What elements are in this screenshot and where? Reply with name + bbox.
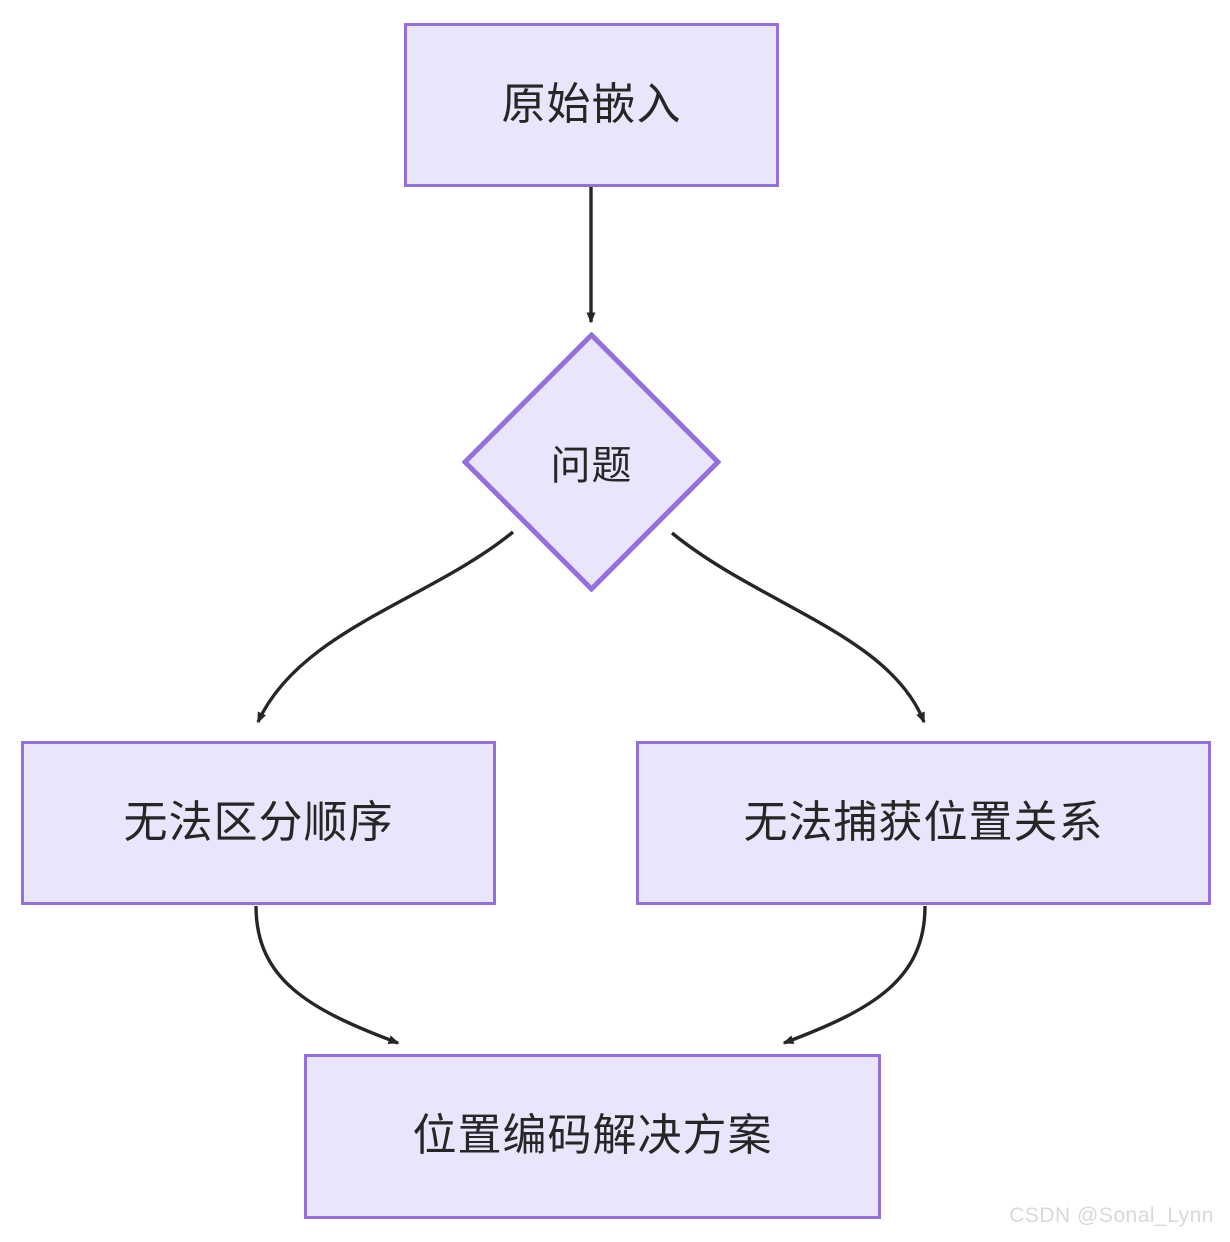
node-problem-decision-label: 问题 — [550, 444, 633, 488]
node-positional-encoding-solution[interactable]: 位置编码解决方案 — [304, 1054, 881, 1219]
node-positional-encoding-solution-label: 位置编码解决方案 — [412, 1111, 773, 1161]
node-cannot-capture-positional-relation[interactable]: 无法捕获位置关系 — [636, 741, 1211, 905]
node-original-embedding-label: 原始嵌入 — [501, 79, 682, 129]
node-cannot-distinguish-order[interactable]: 无法区分顺序 — [21, 741, 496, 905]
edge-left-to-solution — [254, 905, 400, 1045]
diamond-shape — [462, 332, 721, 592]
watermark-text: CSDN @Sonal_Lynn — [1009, 1204, 1214, 1227]
node-original-embedding[interactable]: 原始嵌入 — [404, 23, 779, 187]
node-cannot-capture-positional-relation-label: 无法捕获位置关系 — [743, 797, 1104, 847]
node-cannot-distinguish-order-label: 无法区分顺序 — [123, 797, 394, 847]
node-problem-decision[interactable]: 问题 — [462, 332, 721, 592]
edge-right-to-solution — [782, 905, 927, 1045]
